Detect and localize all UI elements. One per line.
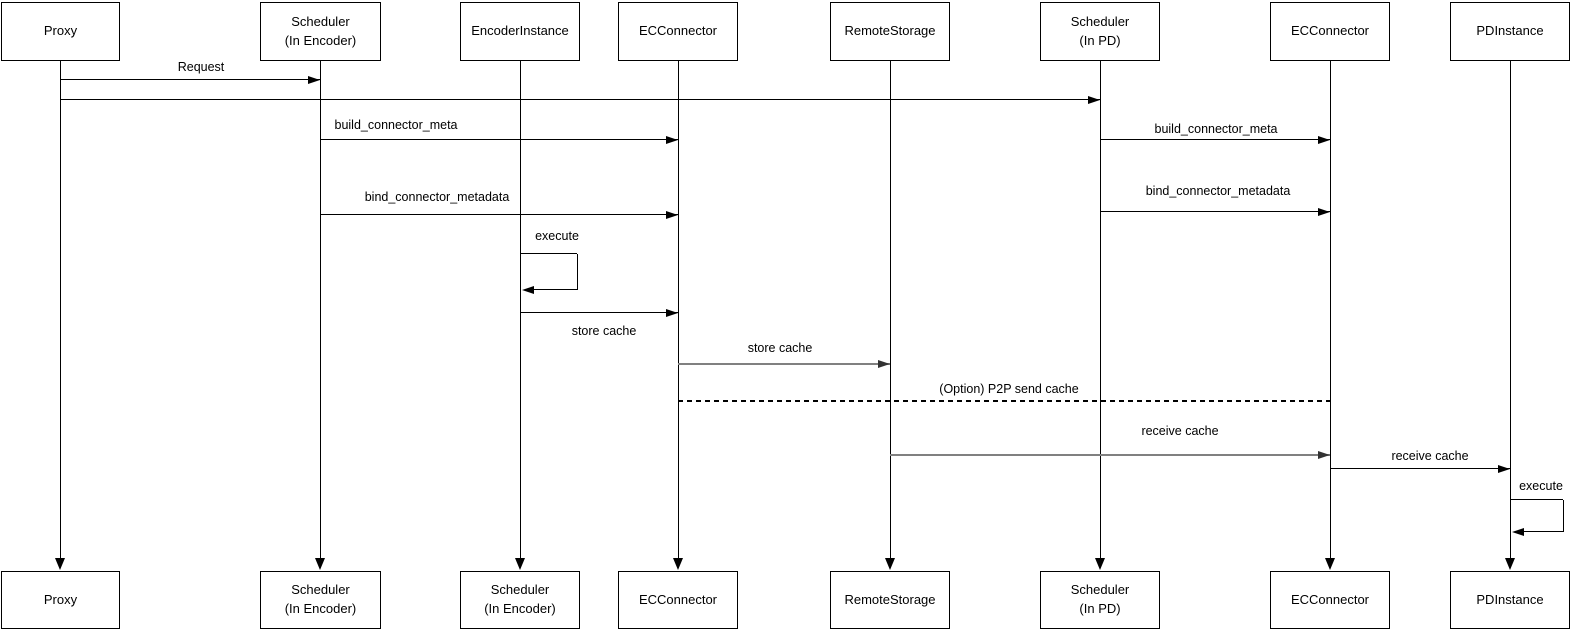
message-label-store-cache-encoder: store cache bbox=[569, 324, 639, 338]
message-arrowhead-receive-cache-pd bbox=[1498, 464, 1510, 473]
self-loop-right-execute-pd bbox=[1563, 500, 1564, 532]
actor-bottom-scheduler-pd: Scheduler (In PD) bbox=[1040, 571, 1160, 629]
self-loop-label-execute-pd: execute bbox=[1517, 479, 1565, 493]
lifeline-arrowhead-scheduler-encoder bbox=[314, 558, 325, 570]
message-line-proxy-to-scheduler-pd bbox=[60, 99, 1100, 101]
lifeline-arrowhead-ec-connector-left bbox=[672, 558, 683, 570]
message-label-bind-connector-metadata-pd: bind_connector_metadata bbox=[1143, 184, 1293, 198]
self-loop-top-execute-pd bbox=[1511, 499, 1563, 501]
self-loop-arrowhead-execute-pd bbox=[1512, 527, 1524, 536]
lifeline-arrowhead-scheduler-pd bbox=[1094, 558, 1105, 570]
message-arrowhead-build-connector-meta-pd bbox=[1318, 135, 1330, 144]
message-label-receive-cache-remote: receive cache bbox=[1139, 424, 1221, 438]
message-line-build-connector-meta-encoder bbox=[320, 139, 678, 141]
actor-bottom-remote-storage: RemoteStorage bbox=[830, 571, 950, 629]
actor-top-pd-instance: PDInstance bbox=[1450, 2, 1570, 61]
lifeline-scheduler-encoder bbox=[320, 61, 321, 558]
actor-bottom-ec-connector-right: ECConnector bbox=[1270, 571, 1390, 629]
self-loop-arrowhead-execute-encoder bbox=[522, 285, 534, 294]
actor-top-scheduler-encoder: Scheduler (In Encoder) bbox=[260, 2, 381, 61]
message-label-build-connector-meta-pd: build_connector_meta bbox=[1152, 122, 1280, 136]
lifeline-arrowhead-remote-storage bbox=[884, 558, 895, 570]
self-loop-bottom-execute-pd bbox=[1522, 531, 1563, 533]
actor-bottom-pd-instance: PDInstance bbox=[1450, 571, 1570, 629]
lifeline-arrowhead-proxy bbox=[54, 558, 65, 570]
actor-bottom-ec-connector-left: ECConnector bbox=[618, 571, 738, 629]
lifeline-ec-connector-left bbox=[678, 61, 679, 558]
message-label-p2p-send-cache: (Option) P2P send cache bbox=[937, 382, 1081, 396]
message-line-request bbox=[60, 79, 320, 81]
actor-top-remote-storage: RemoteStorage bbox=[830, 2, 950, 61]
message-arrowhead-store-cache-remote bbox=[878, 359, 890, 368]
actor-top-encoder-instance: EncoderInstance bbox=[460, 2, 580, 61]
message-line-store-cache-encoder bbox=[520, 312, 678, 314]
lifeline-arrowhead-pd-instance bbox=[1504, 558, 1515, 570]
message-arrowhead-receive-cache-remote bbox=[1318, 450, 1330, 459]
message-line-store-cache-remote bbox=[678, 363, 890, 365]
message-label-receive-cache-pd: receive cache bbox=[1389, 449, 1471, 463]
message-label-request: Request bbox=[175, 60, 227, 74]
lifeline-remote-storage bbox=[890, 61, 891, 558]
actor-bottom-scheduler-encoder: Scheduler (In Encoder) bbox=[260, 571, 381, 629]
actor-bottom-proxy: Proxy bbox=[1, 571, 120, 629]
message-line-receive-cache-remote bbox=[890, 454, 1330, 456]
message-line-bind-connector-metadata-pd bbox=[1100, 211, 1330, 213]
lifeline-pd-instance bbox=[1510, 61, 1511, 558]
message-arrowhead-store-cache-encoder bbox=[666, 308, 678, 317]
message-line-build-connector-meta-pd bbox=[1100, 139, 1330, 141]
actor-top-ec-connector-left: ECConnector bbox=[618, 2, 738, 61]
actor-top-ec-connector-right: ECConnector bbox=[1270, 2, 1390, 61]
message-arrowhead-bind-connector-metadata-encoder bbox=[666, 210, 678, 219]
lifeline-arrowhead-encoder-instance bbox=[514, 558, 525, 570]
message-label-store-cache-remote: store cache bbox=[745, 341, 815, 355]
message-line-p2p-send-cache bbox=[678, 400, 1330, 402]
actor-top-scheduler-pd: Scheduler (In PD) bbox=[1040, 2, 1160, 61]
self-loop-label-execute-encoder: execute bbox=[533, 229, 581, 243]
lifeline-arrowhead-ec-connector-right bbox=[1324, 558, 1335, 570]
self-loop-right-execute-encoder bbox=[577, 254, 578, 290]
message-label-bind-connector-metadata-encoder: bind_connector_metadata bbox=[362, 190, 512, 204]
message-line-bind-connector-metadata-encoder bbox=[320, 214, 678, 216]
message-line-receive-cache-pd bbox=[1330, 468, 1510, 470]
lifeline-ec-connector-right bbox=[1330, 61, 1331, 558]
lifeline-scheduler-pd bbox=[1100, 61, 1101, 558]
message-arrowhead-proxy-to-scheduler-pd bbox=[1088, 95, 1100, 104]
actor-bottom-encoder-instance: Scheduler (In Encoder) bbox=[460, 571, 580, 629]
self-loop-top-execute-encoder bbox=[521, 253, 577, 255]
message-arrowhead-build-connector-meta-encoder bbox=[666, 135, 678, 144]
lifeline-encoder-instance bbox=[520, 61, 521, 558]
message-arrowhead-bind-connector-metadata-pd bbox=[1318, 207, 1330, 216]
message-arrowhead-request bbox=[308, 75, 320, 84]
lifeline-proxy bbox=[60, 61, 61, 558]
self-loop-bottom-execute-encoder bbox=[532, 289, 577, 291]
actor-top-proxy: Proxy bbox=[1, 2, 120, 61]
message-label-build-connector-meta-encoder: build_connector_meta bbox=[332, 118, 460, 132]
